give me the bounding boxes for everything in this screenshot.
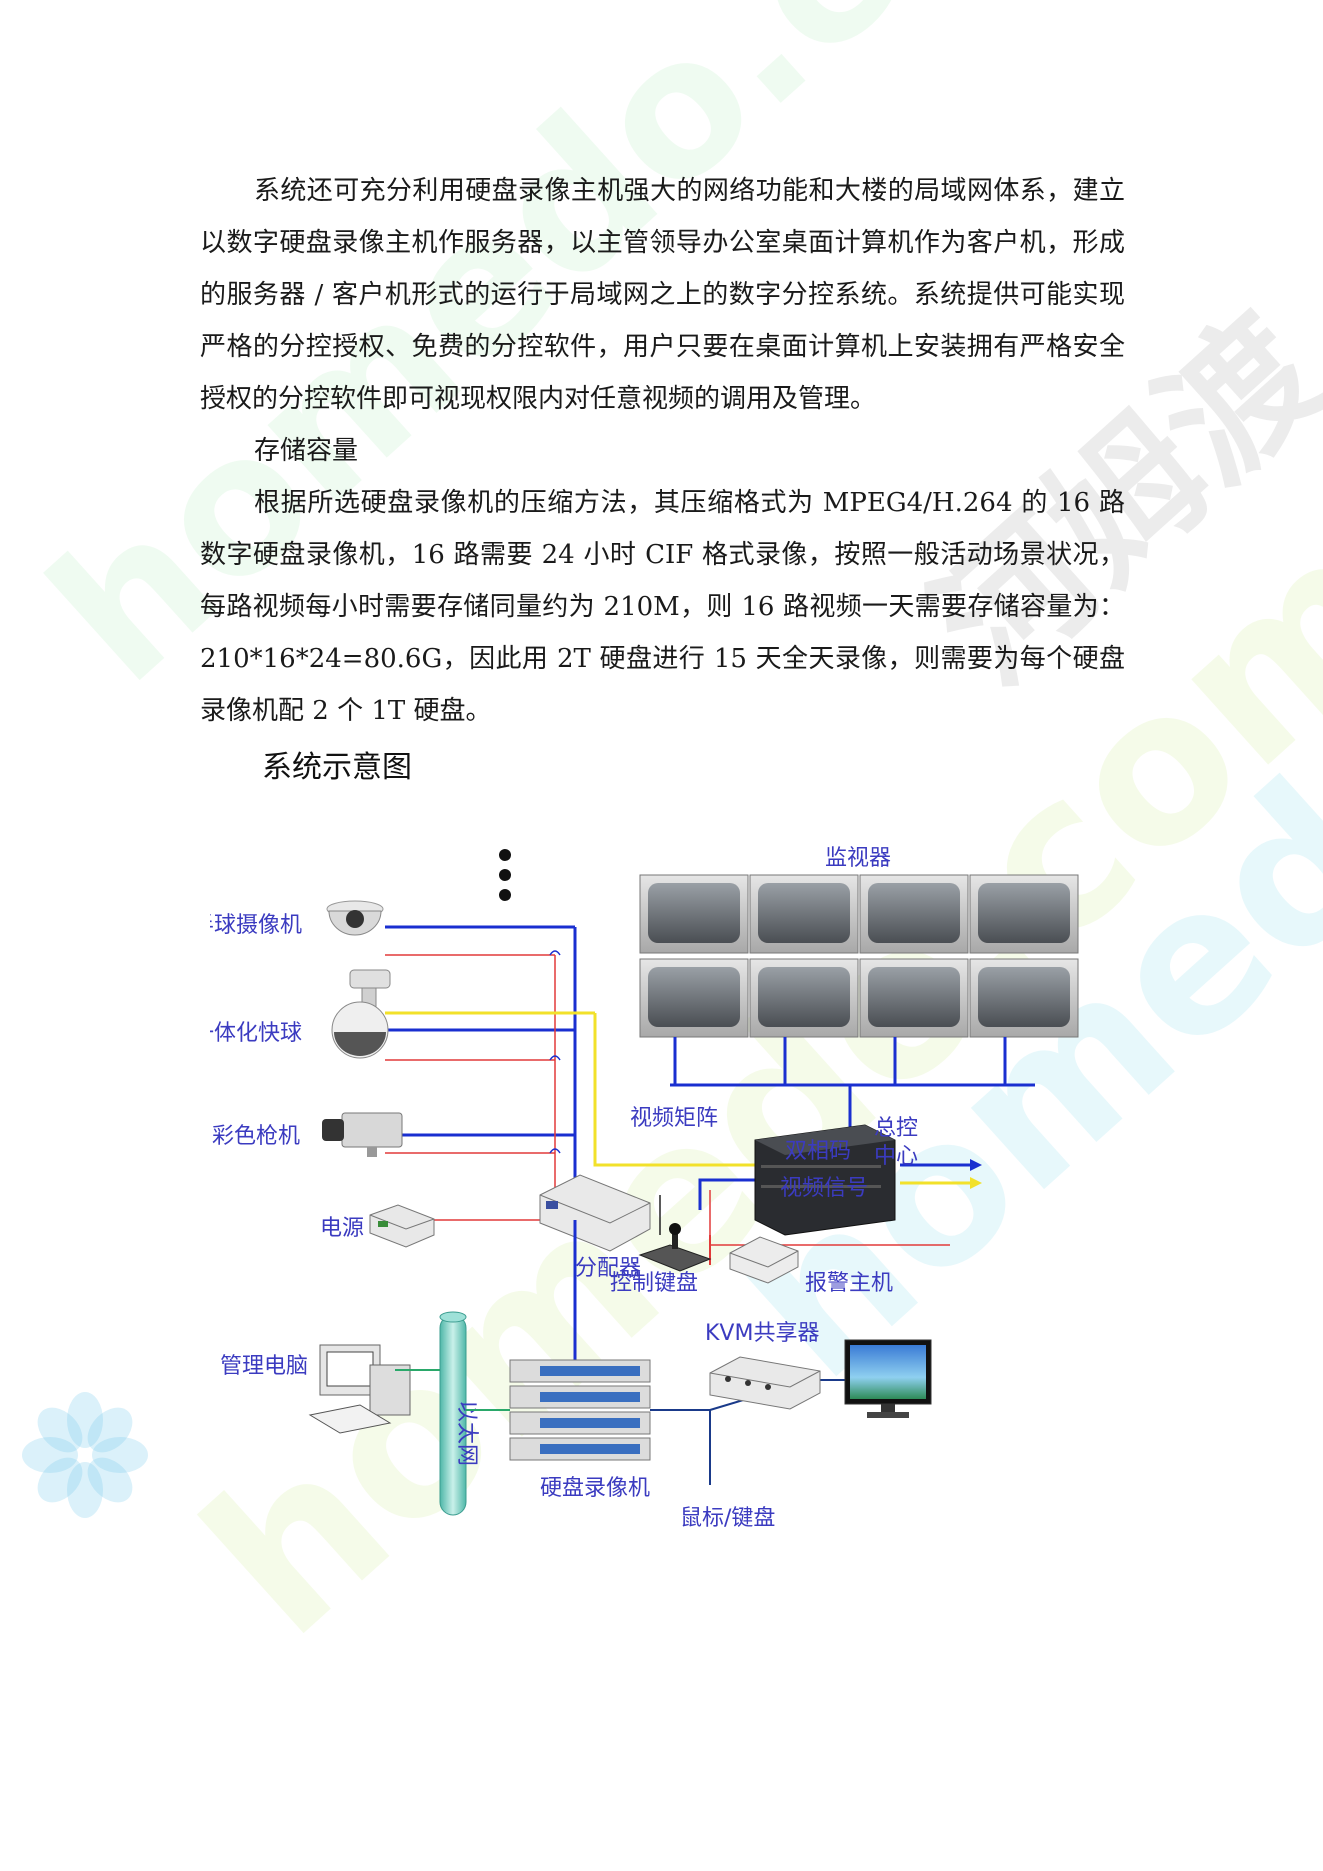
label-speed-dome: 一体化快球 xyxy=(210,1021,302,1046)
box-camera-icon xyxy=(322,1112,403,1157)
power-supply-icon xyxy=(369,1204,435,1248)
alarm-host-icon xyxy=(729,1236,799,1284)
monitor-bus-lines xyxy=(670,1037,1035,1135)
section-heading: 系统示意图 xyxy=(262,750,412,785)
ethernet-pipe xyxy=(439,1311,467,1516)
label-distributor: 分配器 xyxy=(575,1256,641,1281)
watermark-flower-icon xyxy=(22,1392,148,1518)
label-dvr: 硬盘录像机 xyxy=(540,1476,650,1501)
label-ethernet: 以太网 xyxy=(454,1400,479,1466)
control-lines xyxy=(659,1195,711,1265)
dvr-stack-icon xyxy=(509,1359,651,1461)
control-keyboard-icon xyxy=(638,1223,712,1272)
management-pc-icon xyxy=(308,1344,411,1434)
label-dome-camera: 半球摄像机 xyxy=(210,913,302,938)
more-cameras-ellipsis-icon xyxy=(499,849,511,901)
paragraph-storage-calc: 根据所选硬盘录像机的压缩方法，其压缩格式为 MPEG4/H.264 的 16 路… xyxy=(200,488,1125,726)
label-kvm: KVM共享器 xyxy=(705,1321,819,1346)
label-video-signal: 视频信号 xyxy=(780,1176,868,1201)
label-mouse-keyboard: 鼠标/键盘 xyxy=(680,1506,775,1531)
lcd-monitor-icon xyxy=(844,1339,932,1418)
dome-camera-icon xyxy=(326,900,384,936)
label-control-center-2: 中心 xyxy=(874,1144,918,1169)
distributor-icon xyxy=(539,1174,651,1252)
matrix-output-lines xyxy=(900,1159,982,1189)
video-matrix-icon xyxy=(754,1124,896,1236)
label-power: 电源 xyxy=(320,1216,364,1241)
paragraph-network-control: 系统还可充分利用硬盘录像主机强大的网络功能和大楼的局域网体系，建立以数字硬盘录像… xyxy=(200,176,1125,414)
label-management-pc: 管理电脑 xyxy=(220,1354,308,1379)
system-diagram: 监视器 xyxy=(210,846,1079,1531)
label-control-center-1: 总控 xyxy=(874,1116,918,1141)
label-alarm-host: 报警主机 xyxy=(805,1271,893,1296)
label-video-matrix: 视频矩阵 xyxy=(630,1106,718,1131)
label-monitors: 监视器 xyxy=(825,846,891,871)
label-twisted-code: 双相码 xyxy=(785,1139,851,1164)
paragraph-storage-title: 存储容量 xyxy=(254,436,359,466)
speed-dome-camera-icon xyxy=(331,969,391,1059)
kvm-switch-icon xyxy=(709,1356,821,1410)
label-control-keyboard: 控制键盘 xyxy=(610,1271,698,1296)
monitor-wall xyxy=(639,874,1079,1038)
label-box-camera: 彩色枪机 xyxy=(212,1124,300,1149)
document-body: 系统还可充分利用硬盘录像主机强大的网络功能和大楼的局域网体系，建立以数字硬盘录像… xyxy=(200,165,1125,737)
